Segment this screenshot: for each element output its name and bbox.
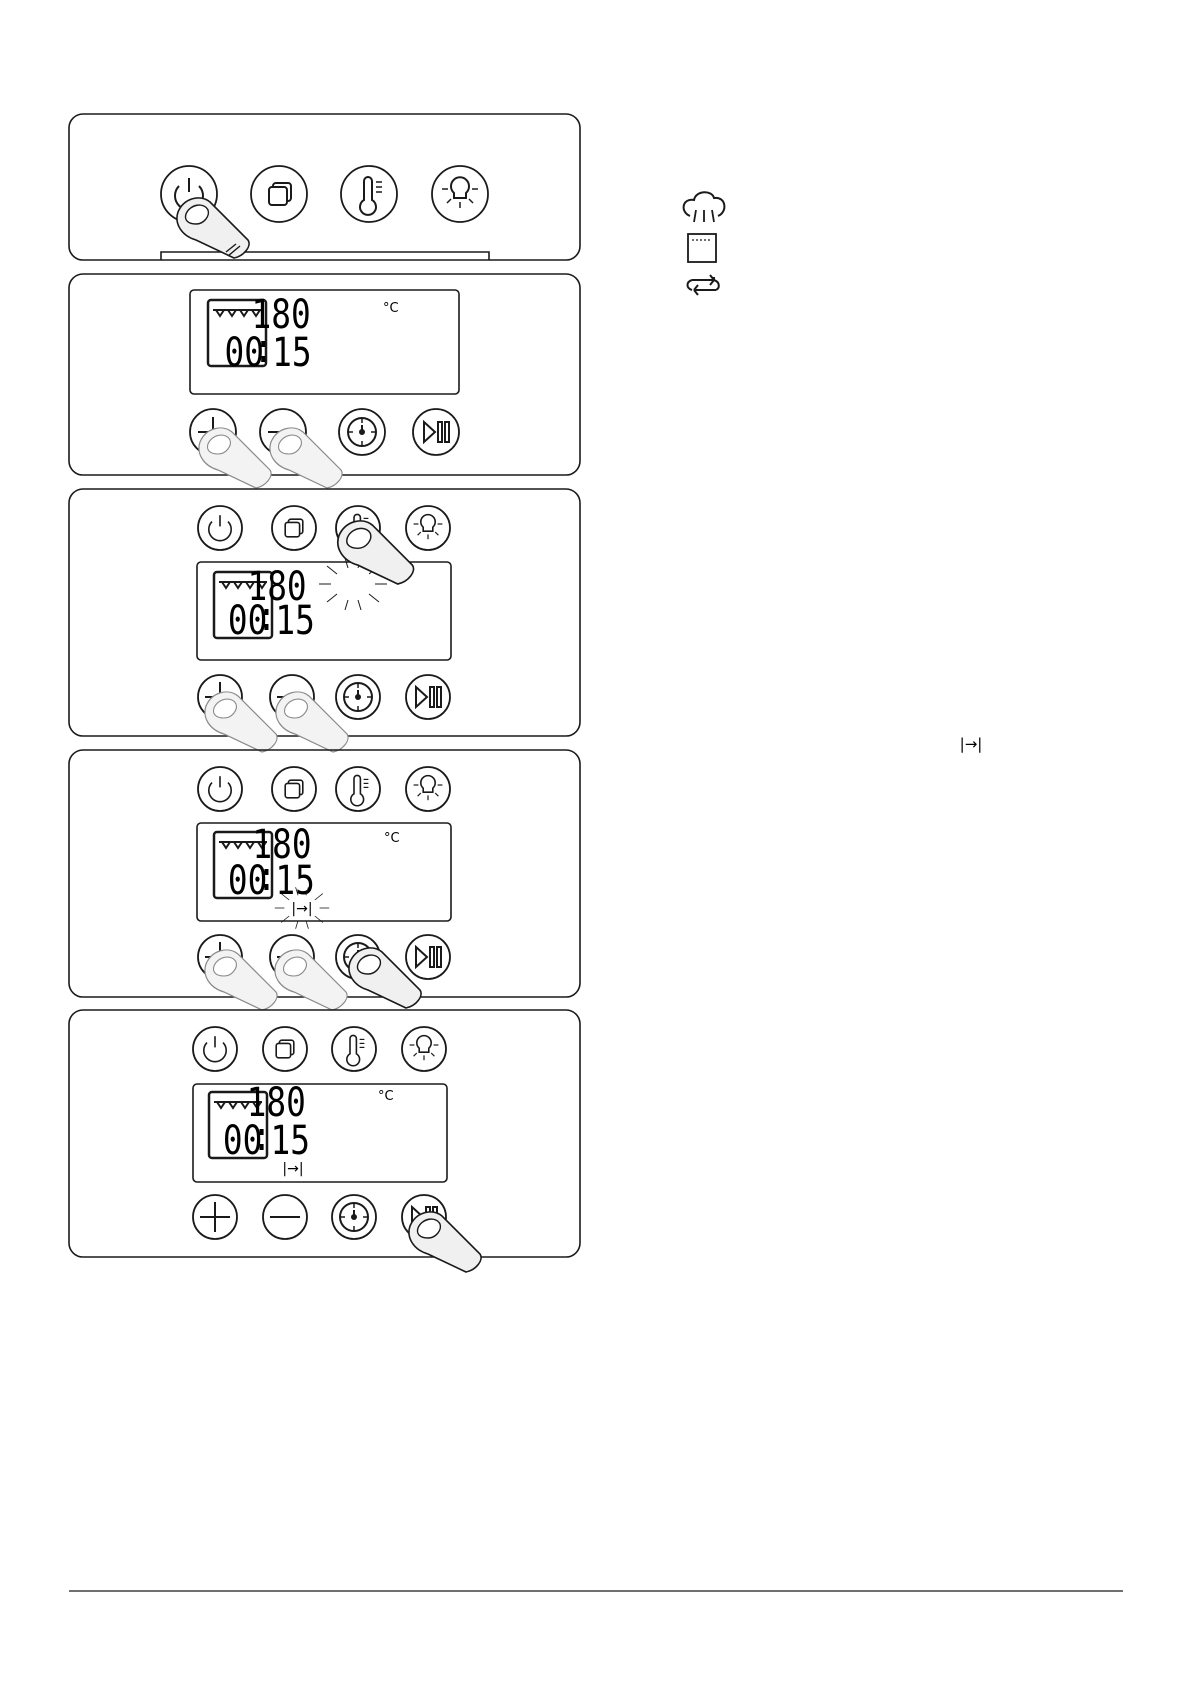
function-button[interactable] <box>272 767 316 811</box>
temperature-button[interactable] <box>336 767 380 811</box>
temperature-unit: °C <box>384 831 400 846</box>
time-minutes-readout: 15 <box>275 857 314 904</box>
oven-cavity-icon <box>688 234 716 262</box>
function-icon <box>276 1040 294 1058</box>
panel-5: 180 °C 00 : 15 |→| <box>69 1010 580 1272</box>
time-colon: : <box>252 1113 272 1160</box>
light-button[interactable] <box>406 506 450 550</box>
minus-button[interactable] <box>263 1195 307 1239</box>
timer-button[interactable] <box>339 409 385 455</box>
start-pause-button[interactable] <box>413 409 459 455</box>
clock-icon <box>344 683 372 711</box>
time-minutes-readout: 15 <box>270 1117 309 1164</box>
clock-icon <box>348 418 376 446</box>
time-colon: : <box>257 853 277 900</box>
start-pause-button[interactable] <box>406 935 450 979</box>
pressing-finger-icon <box>177 198 249 258</box>
pressing-finger-icon <box>409 1212 481 1272</box>
finger-minus-icon <box>270 428 342 488</box>
power-button[interactable] <box>198 506 242 550</box>
time-colon: : <box>257 593 277 640</box>
light-button[interactable] <box>406 767 450 811</box>
temperature-unit: °C <box>378 1089 394 1104</box>
legend <box>684 192 725 295</box>
timer-button[interactable] <box>336 675 380 719</box>
timer-button[interactable] <box>332 1195 376 1239</box>
duration-symbol: |→| <box>291 901 312 917</box>
function-button[interactable] <box>251 166 307 222</box>
time-minutes-readout: 15 <box>272 329 311 376</box>
panel-3: 180 00 : 15 <box>69 489 580 752</box>
function-icon <box>285 780 303 798</box>
finger-plus-icon <box>205 692 277 752</box>
finger-plus-icon <box>205 950 277 1010</box>
panel-4: 180 °C 00 : 15 |→| <box>69 750 580 1010</box>
power-button[interactable] <box>198 767 242 811</box>
panel-1 <box>69 114 580 260</box>
temperature-button[interactable] <box>341 166 397 222</box>
clock-icon <box>340 1203 368 1231</box>
light-button[interactable] <box>432 166 488 222</box>
duration-symbol: |→| <box>282 1161 303 1177</box>
plus-button[interactable] <box>193 1195 237 1239</box>
time-colon: : <box>253 325 273 372</box>
pressing-finger-icon <box>338 521 414 584</box>
temperature-button[interactable] <box>332 1027 376 1071</box>
steam-icon <box>684 192 725 222</box>
power-button[interactable] <box>193 1027 237 1071</box>
light-button[interactable] <box>402 1027 446 1071</box>
time-minutes-readout: 15 <box>275 597 314 644</box>
function-button[interactable] <box>263 1027 307 1071</box>
function-button[interactable] <box>272 506 316 550</box>
panel-2: 180 °C 00 : 15 <box>69 274 580 488</box>
cycle-arrows-icon <box>688 275 719 295</box>
function-icon <box>285 519 303 537</box>
temperature-unit: °C <box>383 301 399 316</box>
function-icon <box>269 183 291 205</box>
side-duration-symbol: |→| <box>960 735 983 753</box>
start-pause-button[interactable] <box>406 675 450 719</box>
